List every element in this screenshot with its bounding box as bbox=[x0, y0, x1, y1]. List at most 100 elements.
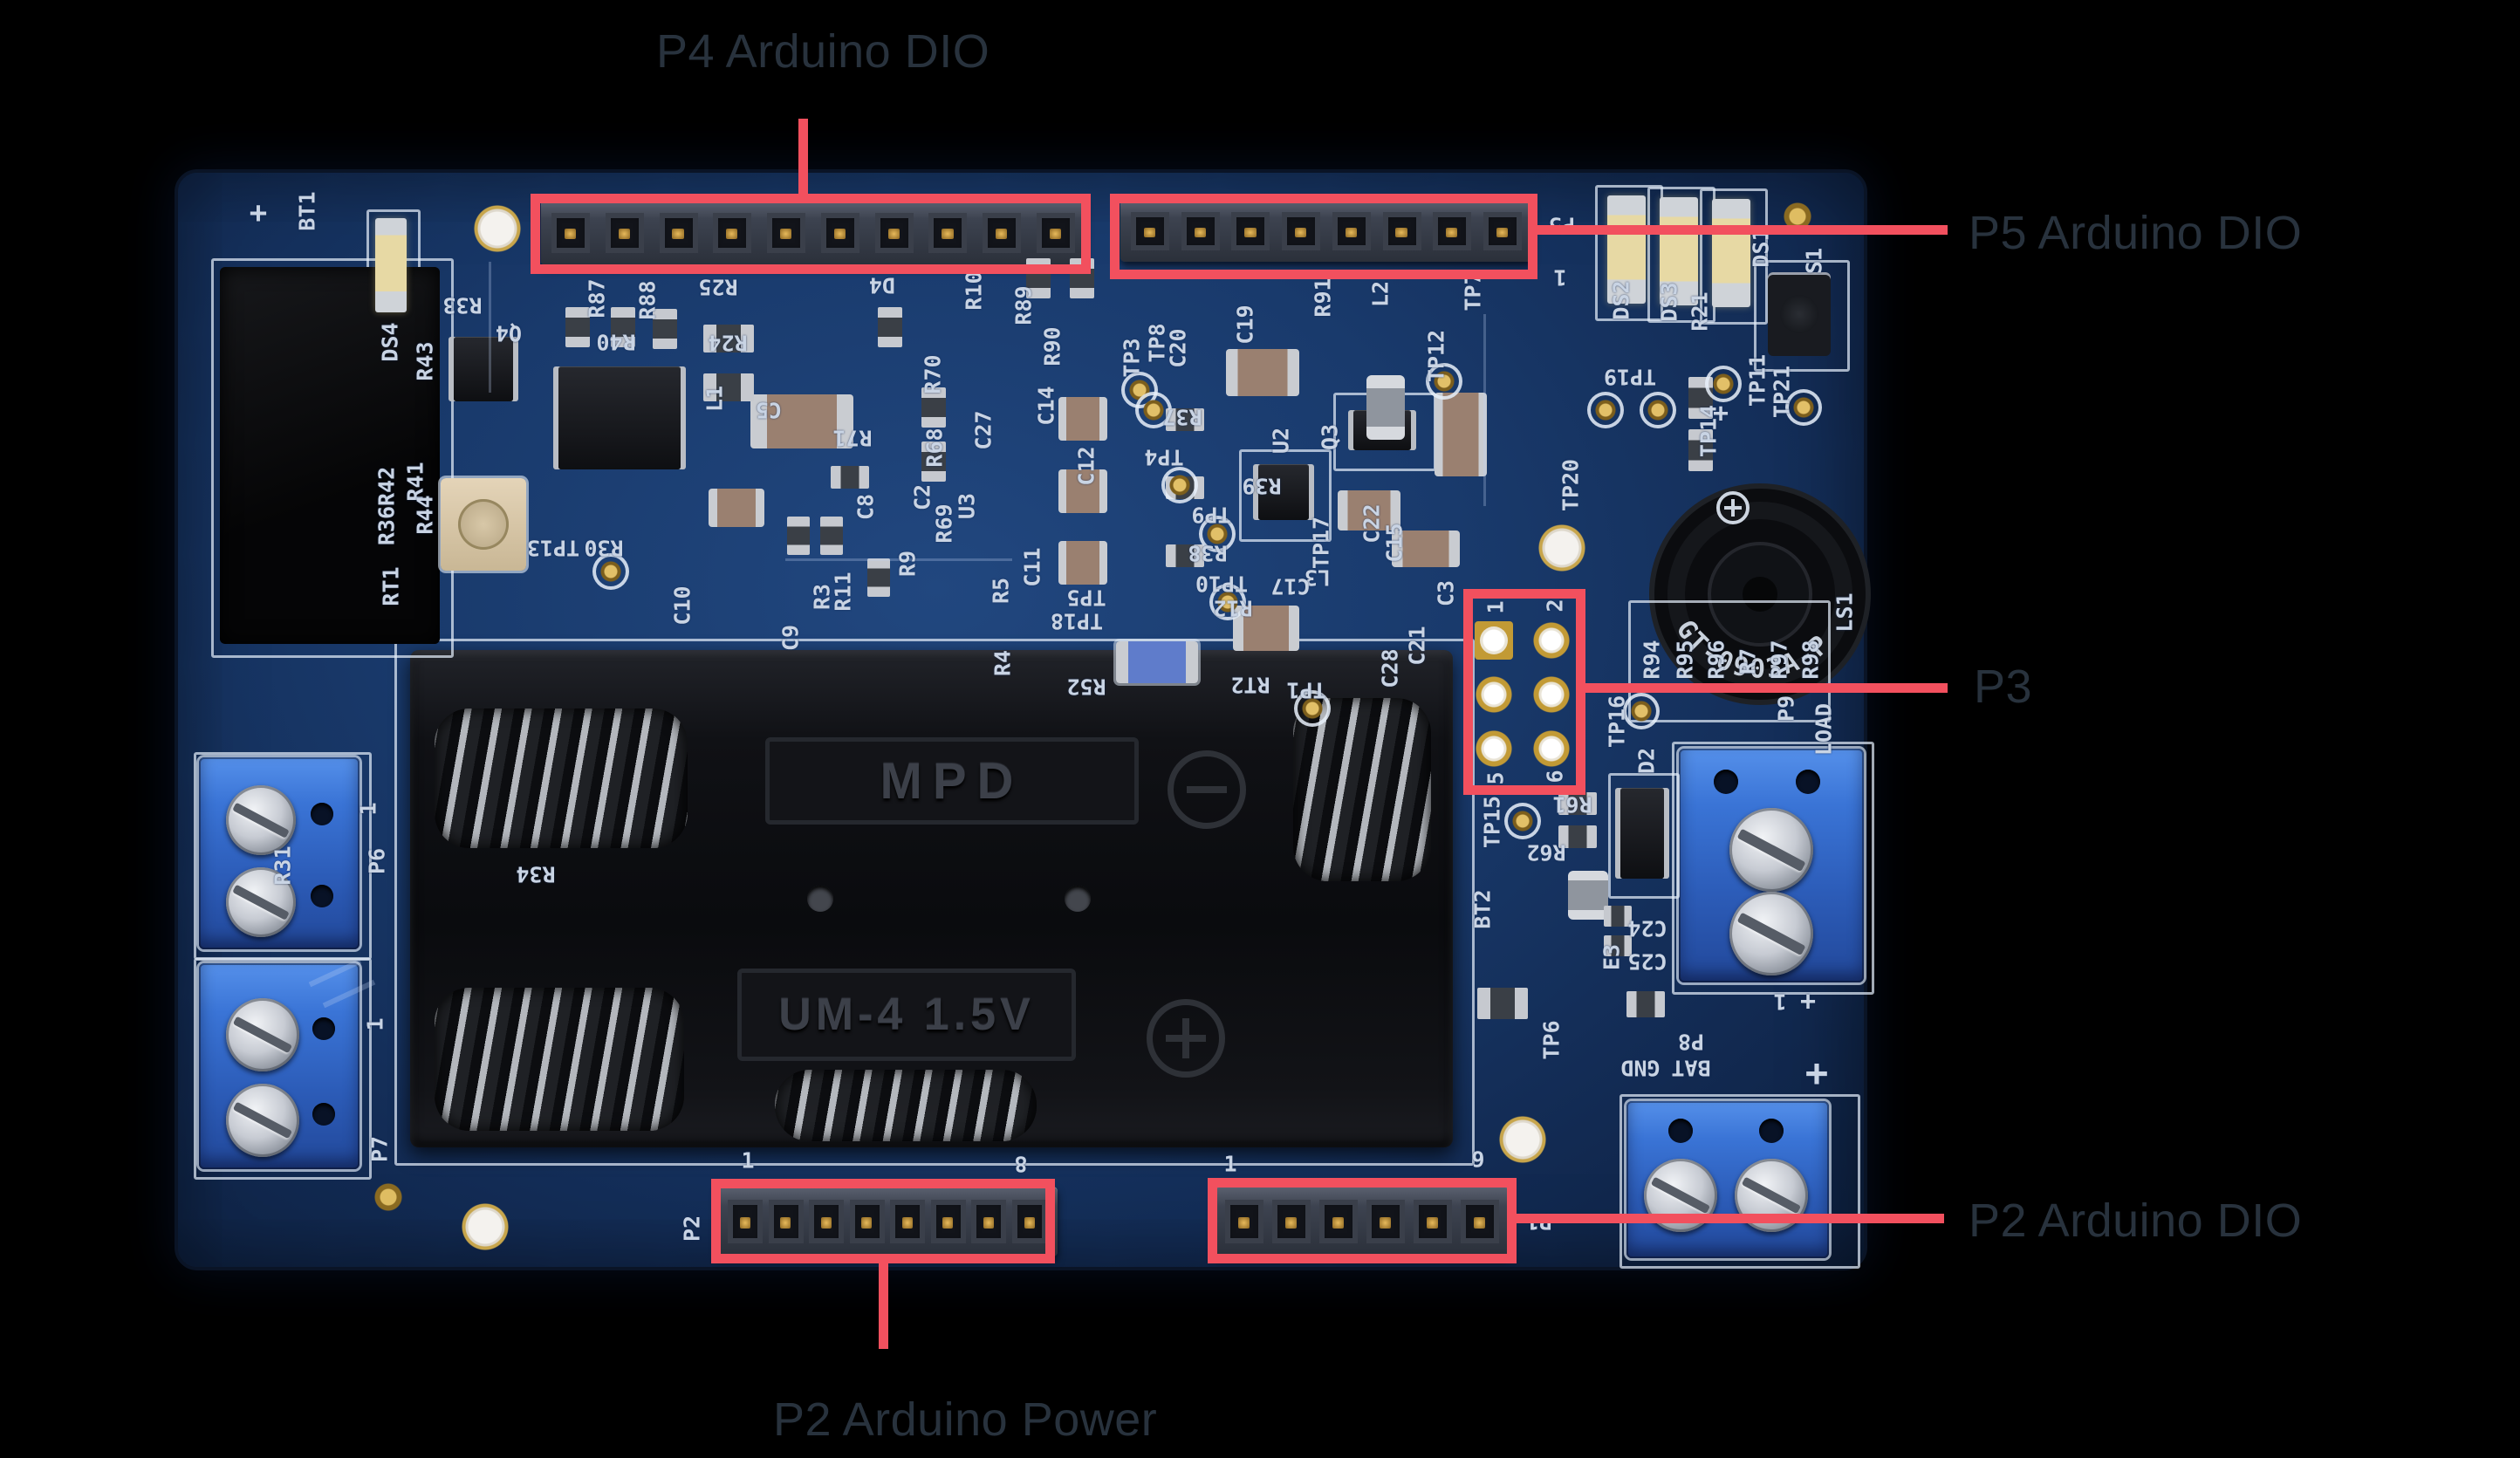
ic-component bbox=[558, 366, 681, 469]
test-point bbox=[1508, 806, 1537, 836]
silkscreen-label: TP6 bbox=[1538, 1020, 1565, 1060]
captan-component bbox=[709, 489, 764, 527]
silkscreen-label: R91 bbox=[1310, 277, 1336, 318]
res-component bbox=[921, 442, 946, 482]
res-component bbox=[1558, 792, 1597, 815]
callout-box-p2-power bbox=[711, 1179, 1055, 1263]
silkscreen-label: R95 bbox=[1672, 640, 1698, 680]
silkscreen-label: C15 bbox=[1381, 523, 1407, 563]
silkscreen-label: P7 bbox=[366, 1135, 393, 1163]
trace-component bbox=[785, 558, 1012, 561]
wire-hole bbox=[1668, 1119, 1693, 1143]
pin-socket bbox=[1483, 212, 1522, 250]
silkscreen-label: Q3 bbox=[1317, 423, 1343, 451]
silkscreen-label: R9 bbox=[894, 550, 921, 578]
silkscreen-label: R97 bbox=[1766, 640, 1792, 680]
pin-socket bbox=[1036, 213, 1075, 253]
silkscreen-label: C12 bbox=[1073, 446, 1099, 486]
test-point bbox=[1139, 395, 1168, 425]
silkscreen-label: U2 bbox=[1268, 427, 1294, 455]
p2-arduino-power-header bbox=[717, 1187, 1058, 1256]
silkscreen-label: C14 bbox=[1033, 386, 1059, 426]
res-component bbox=[703, 325, 754, 353]
silkscreen-label: TP19 bbox=[1603, 364, 1657, 390]
silkscreen-label: R10 bbox=[961, 270, 987, 311]
silkscreen-label: 1 bbox=[1553, 264, 1567, 291]
silkscreen-label: P9 bbox=[1773, 695, 1799, 722]
battery-holder-size-label: UM-4 1.5V bbox=[737, 969, 1076, 1061]
screw bbox=[226, 1084, 299, 1157]
screw bbox=[1729, 808, 1813, 892]
silkscreen-label: TP15 bbox=[1479, 795, 1505, 849]
silkscreen-label: C20 bbox=[1165, 328, 1191, 368]
callout-box-p4 bbox=[531, 194, 1091, 274]
silkscreen-label: R43 bbox=[412, 341, 438, 381]
silkscreen-label: R90 bbox=[1039, 326, 1065, 366]
callout-box-p3 bbox=[1463, 589, 1585, 795]
silkscreen-label: C21 bbox=[1404, 626, 1430, 666]
outline-component bbox=[1672, 742, 1874, 995]
p3-hole-3 bbox=[1475, 675, 1513, 714]
silkscreen-label: TP16 bbox=[1604, 695, 1630, 749]
pin-socket bbox=[1181, 212, 1220, 250]
silkscreen-label: P6 bbox=[364, 847, 390, 875]
res-component bbox=[611, 307, 635, 347]
callout-line-p2-power bbox=[879, 1263, 888, 1349]
res-component bbox=[1604, 935, 1632, 956]
pin-socket bbox=[1382, 212, 1421, 250]
silkscreen-label: TP18 bbox=[1050, 608, 1104, 634]
res-component bbox=[1626, 991, 1665, 1017]
mounting-hole bbox=[474, 205, 521, 252]
p3-connector-grid bbox=[1475, 621, 1572, 775]
silkscreen-label: R89 bbox=[1010, 285, 1037, 325]
pin-socket bbox=[1131, 212, 1169, 250]
silkscreen-label: TP5 bbox=[1066, 585, 1106, 611]
outline-component bbox=[1608, 773, 1680, 899]
callout-line-p3 bbox=[1585, 683, 1948, 693]
silkscreen-label: R88 bbox=[634, 280, 661, 320]
pin-socket bbox=[1011, 1200, 1047, 1243]
silkscreen-label: TP12 bbox=[1423, 329, 1449, 383]
outline-component bbox=[1239, 449, 1332, 542]
pin-socket bbox=[849, 1200, 885, 1243]
silkscreen-label: C27 bbox=[970, 410, 996, 450]
spring-component bbox=[435, 988, 684, 1131]
silkscreen-label: S1 bbox=[1801, 247, 1827, 275]
pin-socket bbox=[728, 1200, 763, 1243]
wire-hole bbox=[311, 803, 333, 825]
silkscreen-label: LS1 bbox=[1832, 592, 1858, 633]
screw bbox=[226, 785, 296, 855]
test-point bbox=[1643, 395, 1673, 425]
p3-hole-4 bbox=[1532, 675, 1571, 714]
ic-component bbox=[454, 337, 513, 401]
captan-component bbox=[1226, 349, 1299, 396]
captan-component bbox=[1058, 541, 1107, 585]
silkscreen-label: DS4 bbox=[377, 322, 403, 362]
silkscreen-label: C5 bbox=[755, 397, 783, 423]
silkscreen-label: R7 bbox=[1735, 647, 1761, 675]
silkscreen-label: + bbox=[1712, 398, 1729, 429]
silkscreen-label: R37 bbox=[1162, 404, 1202, 430]
silkscreen-label: 1 bbox=[355, 802, 381, 816]
silkscreen-label: D2 bbox=[1633, 747, 1660, 775]
silkscreen-label: R52 bbox=[1066, 674, 1106, 700]
pin-socket bbox=[1461, 1200, 1499, 1243]
silkscreen-label: TP20 bbox=[1558, 458, 1584, 512]
silkscreen-label: C8 bbox=[853, 493, 879, 521]
silkscreen-label: D4 bbox=[868, 272, 896, 298]
pot-component bbox=[441, 478, 526, 571]
silkscreen-label: R30 bbox=[584, 535, 624, 561]
res-component bbox=[1604, 906, 1632, 927]
silkscreen-label: C11 bbox=[1019, 547, 1045, 587]
silkscreen-label: R40 bbox=[596, 329, 636, 355]
callout-box-p5 bbox=[1110, 194, 1537, 279]
silkscreen-label: TP13 bbox=[526, 535, 580, 561]
pin-socket bbox=[820, 213, 859, 253]
spring-component bbox=[775, 1070, 1037, 1141]
silkscreen-label: TP1 bbox=[1286, 677, 1326, 703]
silkscreen-label: 1 bbox=[362, 1017, 388, 1031]
res-component bbox=[867, 558, 890, 597]
piezo-buzzer: GT-0903A-P bbox=[1649, 483, 1871, 705]
silkscreen-label: + bbox=[1804, 1051, 1829, 1096]
